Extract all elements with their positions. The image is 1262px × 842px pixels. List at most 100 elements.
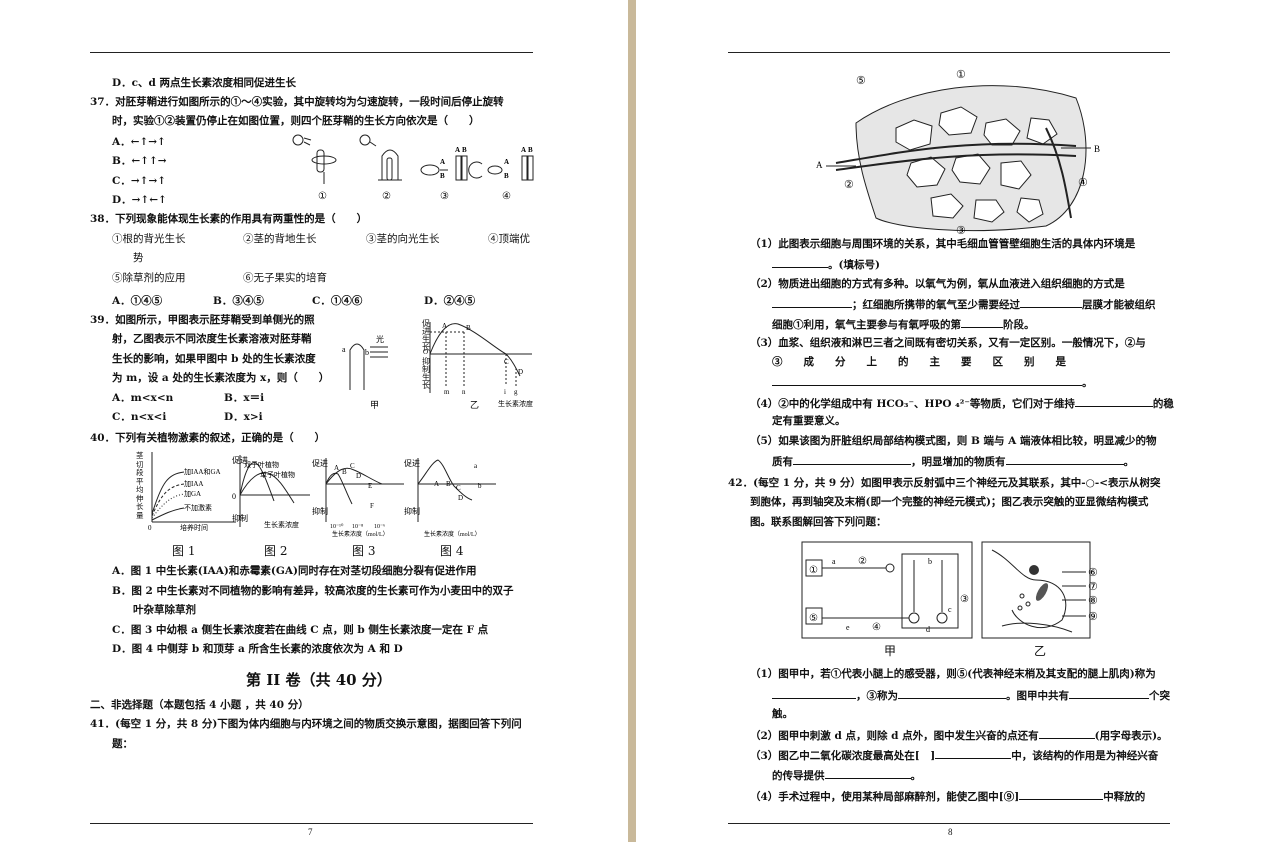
q42-jia-label-4: ④: [872, 622, 881, 633]
q39-point-d: D: [518, 368, 523, 376]
footer-rule: [90, 823, 533, 824]
q42-part-1: （1）图甲中，若①代表小腿上的感受器，则⑤(代表神经末梢及其支配的腿上肌肉)称为: [750, 668, 1156, 680]
answer-blank[interactable]: [898, 687, 1006, 699]
q40-figure-2: 双子叶植物 单子叶植物 促进 0 抑制 生长素浓度: [232, 455, 310, 529]
q42-caption-jia: 甲: [884, 644, 897, 658]
q39-jia-caption: 甲: [370, 400, 379, 410]
q40-fig3-point-e: E: [368, 482, 372, 490]
q42-figure-yi: ⑥ ⑦ ⑧ ⑨: [981, 541, 1098, 639]
q38-option-b: B．③④⑤: [213, 295, 264, 307]
q37-figure: A B A B A B A B ① ② ③ ④: [292, 134, 534, 202]
q38-item-4-cont: 势: [133, 252, 144, 264]
q38-item-6: ⑥无子果实的培育: [243, 272, 327, 284]
q37-fig-label-2: ②: [382, 191, 391, 202]
q40-fig1-legend-1: 加IAA和GA: [184, 467, 221, 476]
header-rule: [90, 52, 533, 53]
q40-fig3-point-b: B: [342, 468, 347, 476]
q37-fig-label-4: ④: [502, 191, 511, 202]
q40-figure-4: A B C D a b 促进 抑制 生长素浓度（mol/L）: [404, 458, 496, 538]
q42-jia-label-a: a: [832, 557, 836, 566]
q39-chart-yi: A B C D O m n i g 乙 生长素浓度: [423, 322, 533, 410]
q40-fig1-legend-4: 不加激素: [184, 503, 212, 512]
q42-jia-label-b: b: [928, 557, 932, 566]
q39-option-a: A．m<x<n: [112, 392, 174, 404]
q40-fig2-origin: 0: [232, 492, 236, 501]
answer-blank[interactable]: [1038, 727, 1095, 739]
q38-item-2: ②茎的背地生长: [243, 233, 317, 245]
q42-jia-label-c: c: [948, 605, 952, 614]
footer-rule: [728, 823, 1170, 824]
q40-fig1-legend-3: 加GA: [184, 489, 201, 498]
q38-option-d: D．②④⑤: [424, 295, 476, 307]
q37-label-b-1: B: [440, 172, 445, 180]
q40-fig3-y-bot: 抑制: [312, 506, 328, 516]
q39-option-d: D．x>i: [224, 411, 263, 423]
q42-jia-label-3: ③: [960, 594, 969, 605]
q42-jia-label-5: ⑤: [809, 613, 818, 624]
q39-stem-2: 射，乙图表示不同浓度生长素溶液对胚芽鞘: [112, 333, 312, 345]
answer-blank[interactable]: [1069, 687, 1149, 699]
q42-yi-label-9: ⑨: [1088, 611, 1098, 623]
q37-option-a: A．←↑→↑: [112, 136, 166, 148]
q40-fig4-x-label: 生长素浓度（mol/L）: [424, 530, 481, 538]
q39-tick-i: i: [504, 388, 506, 396]
q40-fig2-legend-1: 双子叶植物: [244, 460, 279, 469]
q40-fig1-x-label: 培养时间: [180, 523, 208, 532]
q42-jia-label-2: ②: [858, 556, 867, 567]
q37-fig-label-1: ①: [318, 191, 327, 202]
q40-fig3-point-a: A: [334, 464, 339, 472]
q40-fig4-point-b: B: [446, 480, 451, 488]
answer-blank[interactable]: [1020, 296, 1082, 308]
q41-label-a: A: [816, 160, 823, 170]
q40-caption-3: 图 3: [352, 544, 376, 558]
q40-fig3-tick-1: 10⁻¹⁰: [330, 523, 344, 530]
q39-y-inhibit: 抑制生长: [422, 357, 430, 390]
q42-part-1-line-3: 触。: [772, 708, 793, 720]
q41-part-2-line-3: 细胞①利用，氧气主要参与有氧呼吸的第阶段。: [772, 316, 1035, 332]
q37-label-a-1: A: [440, 158, 445, 166]
q41-label-1: ①: [956, 69, 966, 81]
q41-part-3-line-2: ③ 成 分 上 的 主 要 区 别 是: [772, 356, 1066, 368]
q39-option-b: B．x＝i: [224, 392, 265, 404]
q42-jia-label-e: e: [846, 623, 850, 632]
answer-blank[interactable]: [935, 747, 1012, 759]
q40-fig1-y-label: 茎切段平均伸长量: [136, 451, 144, 520]
q42-part-4: （4）手术过程中，使用某种局部麻醉剂，能使乙图中[⑨]中释放的: [750, 788, 1145, 804]
page-7: D．c、d 两点生长素浓度相同促进生长 37．对胚芽鞘进行如图所示的①～④实验，…: [0, 0, 628, 842]
answer-blank[interactable]: [824, 767, 911, 779]
q37-label-b-3: B: [504, 172, 509, 180]
page-number: 7: [308, 827, 313, 837]
q40-fig2-y-top: 促进: [232, 455, 248, 465]
answer-blank[interactable]: [1019, 788, 1104, 800]
answer-blank[interactable]: [961, 316, 1003, 328]
q40-caption-2: 图 2: [264, 544, 288, 558]
q40-fig4-y-bot: 抑制: [404, 506, 420, 516]
q39-tick-g: g: [514, 388, 518, 396]
q42-part-2: （2）图甲中刺激 d 点，则除 d 点外，图中发生兴奋的点还有(用字母表示)。: [750, 727, 1168, 743]
q41-part-1: （1）此图表示细胞与周围环境的关系，其中毛细血管管壁细胞生活的具体内环境是: [750, 238, 1136, 250]
answer-blank[interactable]: [772, 374, 1082, 386]
q39-a-label: a: [342, 345, 346, 354]
q40-fig4-point-d: D: [458, 494, 463, 502]
q40-fig3-tick-2: 10⁻⁸: [352, 524, 363, 530]
q41-stem-2: 题：: [112, 738, 133, 750]
q39-option-c: C．n<x<i: [112, 411, 167, 423]
q40-fig2-y-bot: 抑制: [232, 513, 248, 523]
answer-blank[interactable]: [772, 256, 828, 268]
q42-yi-label-8: ⑧: [1088, 595, 1098, 607]
q41-part-3: （3）血浆、组织液和淋巴三者之间既有密切关系，又有一定区别。一般情况下，②与: [750, 337, 1146, 349]
answer-blank[interactable]: [772, 296, 852, 308]
answer-blank[interactable]: [772, 687, 856, 699]
q39-y-promote: 促进生长: [422, 319, 430, 352]
q41-label-4: ④: [1078, 177, 1088, 189]
answer-blank[interactable]: [1074, 395, 1153, 407]
q40-fig3-point-f: F: [370, 502, 374, 510]
answer-blank[interactable]: [793, 453, 911, 465]
q40-fig4-label-b: b: [478, 482, 482, 490]
q40-fig3-tick-3: 10⁻⁶: [374, 524, 385, 530]
q40-fig4-point-a: A: [434, 480, 439, 488]
answer-blank[interactable]: [1005, 453, 1124, 465]
q40-figure-1: 加IAA和GA 加IAA 加GA 不加激素 0 培养时间: [148, 452, 236, 532]
q41-part-1-answer: 。(填标号): [772, 256, 880, 272]
q42-jia-label-1: ①: [809, 565, 818, 576]
